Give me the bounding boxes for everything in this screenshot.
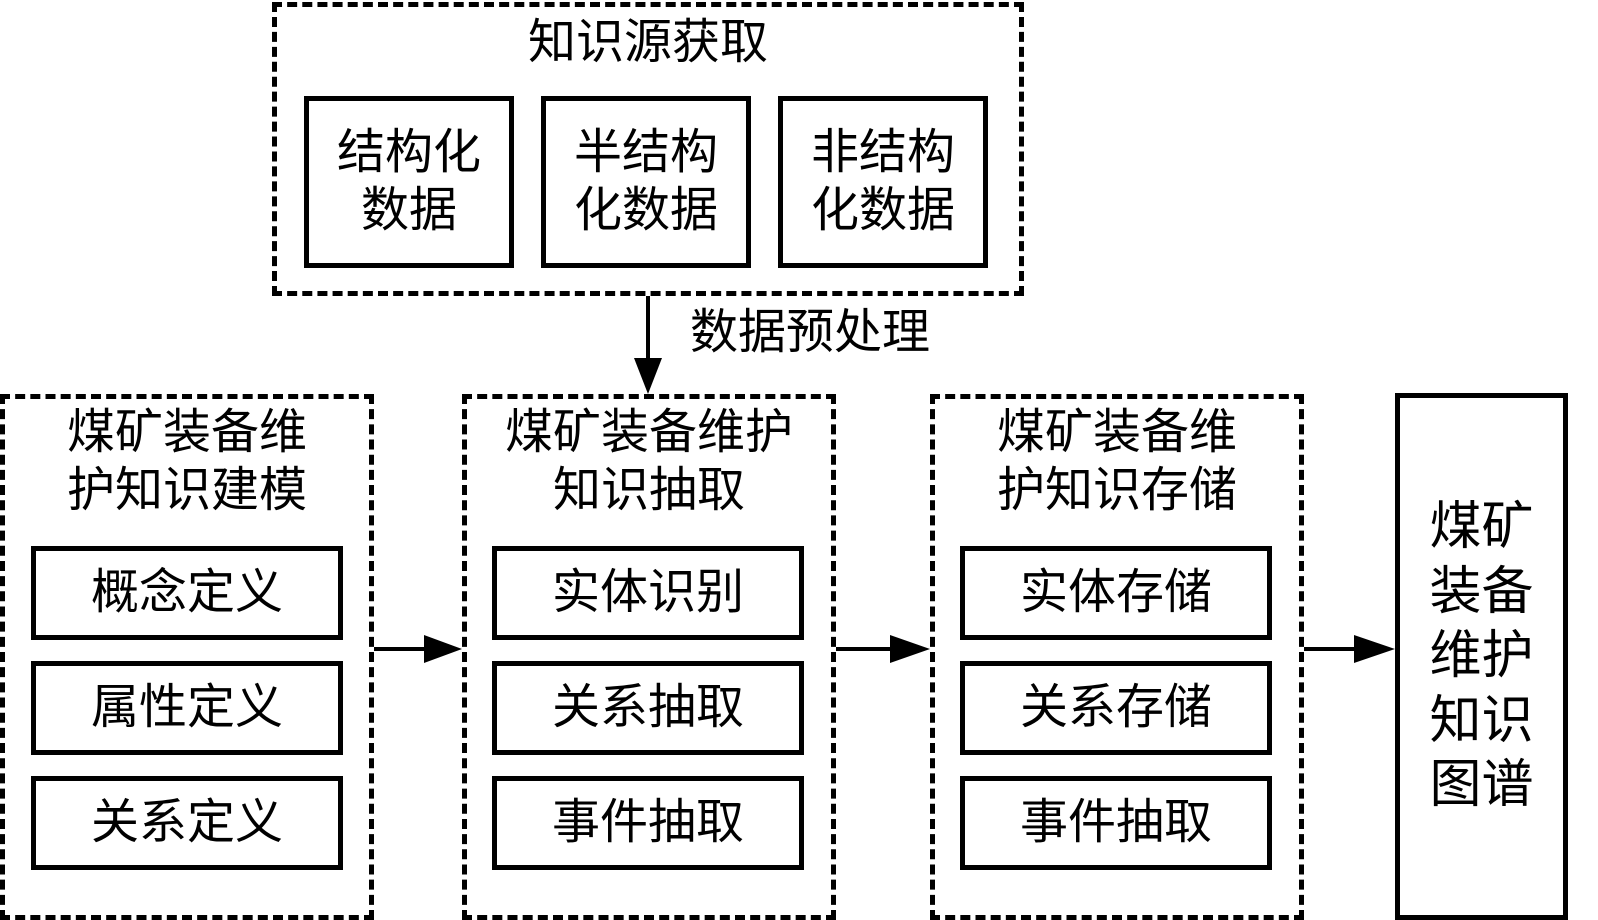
unstructured-data-box: 非结构 化数据	[778, 96, 988, 268]
relation-storage-box: 关系存储	[960, 661, 1272, 755]
relation-definition-box: 关系定义	[31, 776, 343, 870]
storage-event-extraction-box: 事件抽取	[960, 776, 1272, 870]
event-extraction-box: 事件抽取	[492, 776, 804, 870]
entity-recognition-box: 实体识别	[492, 546, 804, 640]
attribute-definition-box: 属性定义	[31, 661, 343, 755]
modeling-stage-title: 煤矿装备维 护知识建模	[66, 404, 307, 518]
storage-stage-title: 煤矿装备维 护知识存储	[996, 404, 1237, 518]
preprocess-label: 数据预处理	[690, 304, 931, 360]
entity-recognition-label: 实体识别	[551, 564, 744, 621]
storage-stage-group	[930, 394, 1304, 920]
semi-structured-data-label: 半结构 化数据	[573, 124, 718, 238]
structured-data-label: 结构化 数据	[336, 124, 481, 238]
extraction-stage-group	[462, 394, 836, 920]
arrow-storage-to-graph	[1304, 635, 1395, 663]
concept-definition-box: 概念定义	[31, 546, 343, 640]
event-extraction-label: 事件抽取	[551, 794, 744, 851]
unstructured-data-label: 非结构 化数据	[810, 124, 955, 238]
arrow-modeling-to-extraction	[374, 635, 462, 663]
semi-structured-data-box: 半结构 化数据	[541, 96, 751, 268]
relation-storage-label: 关系存储	[1019, 679, 1212, 736]
modeling-stage-group	[0, 394, 374, 920]
entity-storage-box: 实体存储	[960, 546, 1272, 640]
relation-extraction-box: 关系抽取	[492, 661, 804, 755]
structured-data-box: 结构化 数据	[304, 96, 514, 268]
relation-extraction-label: 关系抽取	[551, 679, 744, 736]
knowledge-source-title: 知识源获取	[527, 14, 768, 70]
storage-event-extraction-label: 事件抽取	[1019, 794, 1212, 851]
knowledge-graph-box: 煤矿 装备 维护 知识 图谱	[1395, 393, 1568, 920]
knowledge-source-group	[272, 2, 1024, 296]
extraction-stage-title: 煤矿装备维护 知识抽取	[504, 404, 793, 518]
arrow-extraction-to-storage	[836, 635, 930, 663]
entity-storage-label: 实体存储	[1019, 564, 1212, 621]
attribute-definition-label: 属性定义	[90, 679, 283, 736]
knowledge-graph-label: 煤矿 装备 维护 知识 图谱	[1429, 497, 1534, 816]
relation-definition-label: 关系定义	[90, 794, 283, 851]
concept-definition-label: 概念定义	[90, 564, 283, 621]
arrow-source-to-extraction	[634, 296, 662, 394]
